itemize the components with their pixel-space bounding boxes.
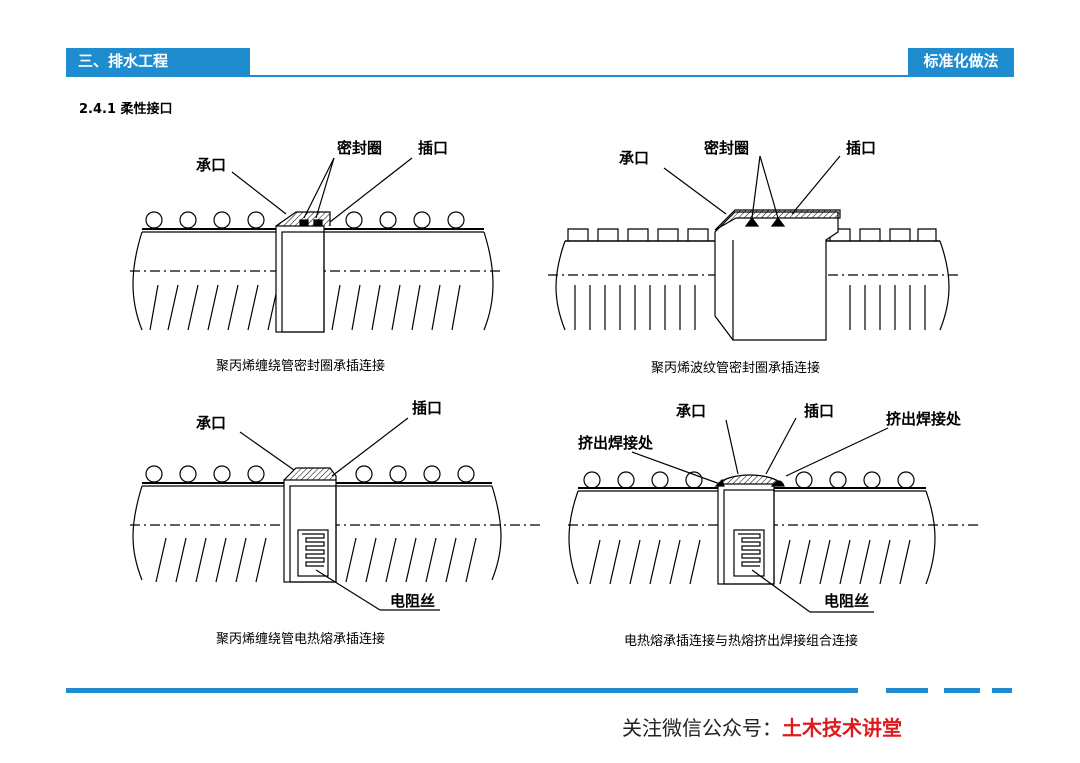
footer-prefix: 关注微信公众号： — [622, 716, 782, 740]
footer-dash — [944, 688, 980, 693]
d2-label-seal: 密封圈 — [704, 139, 749, 157]
footer-rule — [66, 688, 858, 693]
d2-label-socket: 承口 — [619, 149, 649, 167]
d2-caption: 聚丙烯波纹管密封圈承插连接 — [651, 360, 820, 376]
header-bar: 三、排水工程 标准化做法 — [66, 48, 1014, 77]
footer-dash — [886, 688, 928, 693]
d3-label-spigot: 插口 — [412, 399, 442, 417]
d4-caption: 电热熔承插连接与热熔挤出焊接组合连接 — [624, 633, 858, 649]
diagram-3 — [130, 417, 540, 611]
d1-caption: 聚丙烯缠绕管密封圈承插连接 — [216, 358, 385, 374]
footer-brand: 土木技术讲堂 — [782, 716, 902, 740]
d4-label-weld-left: 挤出焊接处 — [578, 434, 654, 452]
d1-label-seal: 密封圈 — [337, 139, 382, 157]
resistance-wire-coil — [733, 529, 765, 577]
d2-label-spigot: 插口 — [846, 139, 876, 157]
d4-label-wire: 电阻丝 — [824, 592, 869, 610]
coil-row — [145, 211, 465, 229]
d3-label-wire: 电阻丝 — [390, 592, 435, 610]
coil-row — [145, 465, 475, 483]
d3-caption: 聚丙烯缠绕管电热熔承插连接 — [216, 631, 385, 647]
diagram-4 — [568, 417, 978, 613]
diagram-1 — [130, 157, 500, 333]
d4-label-weld-right: 挤出焊接处 — [886, 410, 962, 428]
d1-label-socket: 承口 — [196, 156, 226, 174]
footer-note: 关注微信公众号：土木技术讲堂 — [622, 712, 902, 741]
d1-label-spigot: 插口 — [418, 139, 448, 157]
footer-dash — [992, 688, 1012, 693]
d4-label-socket: 承口 — [676, 402, 706, 420]
d3-label-socket: 承口 — [196, 414, 226, 432]
section-tab: 三、排水工程 — [66, 48, 250, 75]
section-title: 2.4.1 柔性接口 — [79, 102, 173, 117]
d4-label-spigot: 插口 — [804, 402, 834, 420]
resistance-wire-coil — [297, 529, 329, 577]
category-tab: 标准化做法 — [908, 48, 1014, 75]
coil-row — [583, 471, 915, 489]
diagram-2 — [548, 155, 960, 341]
